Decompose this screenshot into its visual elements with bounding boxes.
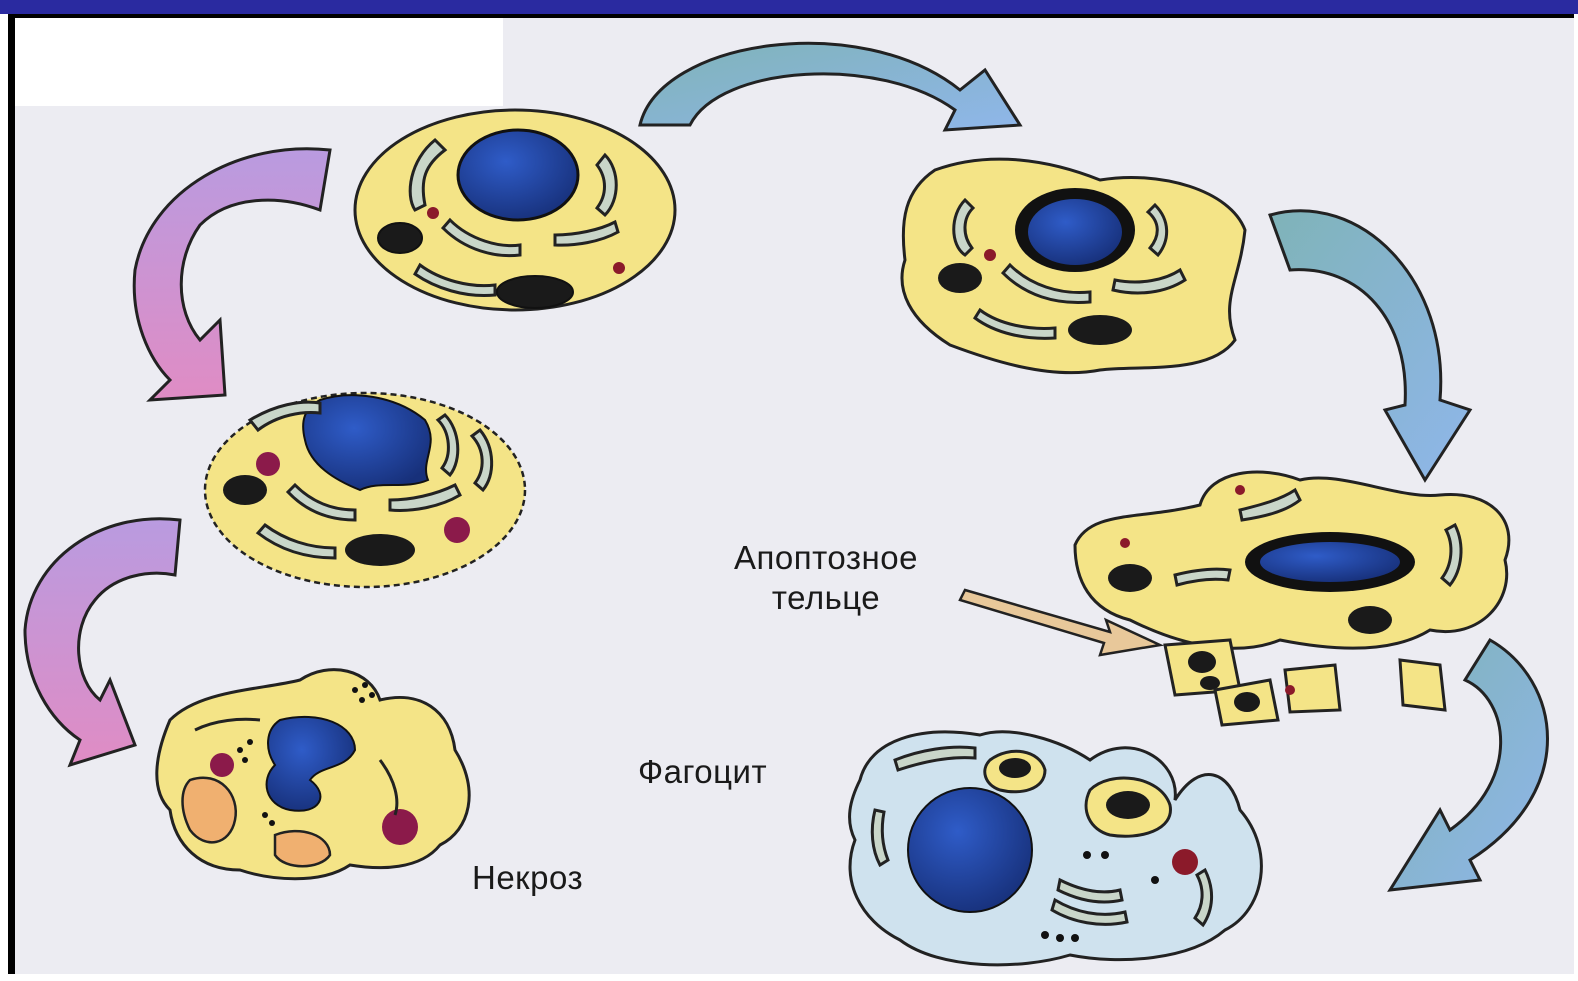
normal-cell <box>355 110 675 310</box>
arrow-apoptosis-1 <box>640 43 1020 130</box>
apoptotic-body-label: Апоптозное тельце <box>686 538 966 617</box>
phagocyte-label: Фагоцит <box>638 752 767 792</box>
necrotic-cell-swelling <box>205 393 525 587</box>
necrotic-cell <box>157 670 469 879</box>
arrow-apoptosis-2 <box>1270 211 1470 480</box>
phagocyte-cell <box>850 732 1262 965</box>
apoptotic-body-label-line2: тельце <box>686 578 966 618</box>
apoptotic-cell-shrinking <box>902 159 1245 373</box>
apoptotic-cell-fragmenting <box>1075 472 1509 725</box>
arrow-necrosis-2 <box>25 519 180 765</box>
apoptotic-body-label-line1: Апоптозное <box>686 538 966 578</box>
arrow-necrosis-1 <box>134 149 330 400</box>
necrosis-label: Некроз <box>472 858 583 898</box>
